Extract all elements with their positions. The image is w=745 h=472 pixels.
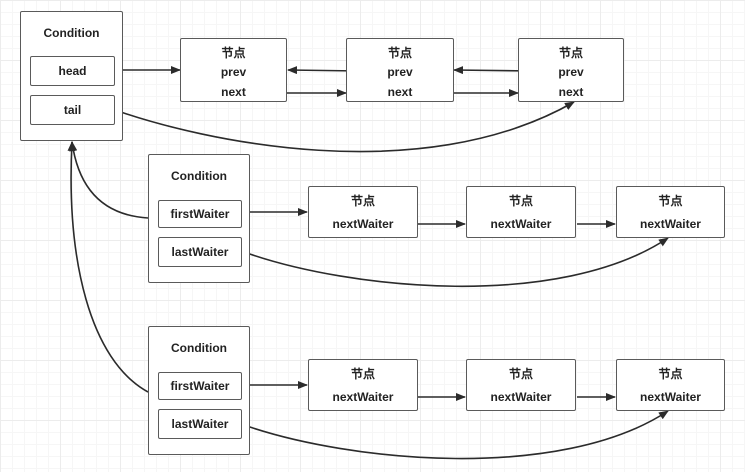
waiter-node-3: 节点 nextWaiter xyxy=(616,186,725,238)
node-title: 节点 xyxy=(508,367,533,381)
nextwaiter-label: nextWaiter xyxy=(332,390,394,404)
nextwaiter-label: nextWaiter xyxy=(332,217,394,231)
node-next-label: next xyxy=(387,85,413,99)
condition-title: Condition xyxy=(171,169,227,183)
waiter-node-5: 节点 nextWaiter xyxy=(466,359,576,411)
node-title: 节点 xyxy=(221,46,246,60)
head-field: head xyxy=(30,56,115,86)
node-2: 节点 prev next xyxy=(346,38,454,102)
node-prev-label: prev xyxy=(558,65,584,79)
node-next-label: next xyxy=(558,85,584,99)
waiter-node-6: 节点 nextWaiter xyxy=(616,359,725,411)
node-next-label: next xyxy=(221,85,246,99)
waiter-node-4: 节点 nextWaiter xyxy=(308,359,418,411)
condition2-to-condition-curve xyxy=(69,141,149,219)
nextwaiter-label: nextWaiter xyxy=(490,217,552,231)
condition3-to-condition-curve xyxy=(67,141,149,393)
nextwaiter-label: nextWaiter xyxy=(490,390,552,404)
node-title: 节点 xyxy=(387,46,412,60)
condition-box-3: Condition firstWaiter lastWaiter xyxy=(148,326,250,455)
lastwaiter-field: lastWaiter xyxy=(158,409,242,439)
tail-field: tail xyxy=(30,95,115,125)
node-3: 节点 prev next xyxy=(518,38,624,102)
node-title: 节点 xyxy=(350,194,375,208)
firstwaiter-field: firstWaiter xyxy=(158,200,242,228)
waiter-node-1: 节点 nextWaiter xyxy=(308,186,418,238)
condition-title: Condition xyxy=(171,341,227,355)
node-title: 节点 xyxy=(658,194,683,208)
firstwaiter-field: firstWaiter xyxy=(158,372,242,400)
nextwaiter-label: nextWaiter xyxy=(640,217,701,231)
node-prev-label: prev xyxy=(220,65,247,79)
node-title: 节点 xyxy=(350,367,375,381)
nextwaiter-label: nextWaiter xyxy=(640,390,701,404)
tail-to-node3-curve xyxy=(114,101,575,153)
node-title: 节点 xyxy=(558,46,583,60)
node-title: 节点 xyxy=(508,194,533,208)
waiter-node-2: 节点 nextWaiter xyxy=(466,186,576,238)
node-title: 节点 xyxy=(658,367,683,381)
node-1: 节点 prev next xyxy=(180,38,287,102)
lastwaiter2-to-node3-curve xyxy=(243,410,669,460)
condition-box: Condition head tail xyxy=(20,11,123,141)
condition-title: Condition xyxy=(43,26,100,40)
condition-box-2: Condition firstWaiter lastWaiter xyxy=(148,154,250,283)
node-prev-label: prev xyxy=(387,65,413,79)
lastwaiter-field: lastWaiter xyxy=(158,237,242,267)
lastwaiter1-to-node3-curve xyxy=(243,237,669,288)
